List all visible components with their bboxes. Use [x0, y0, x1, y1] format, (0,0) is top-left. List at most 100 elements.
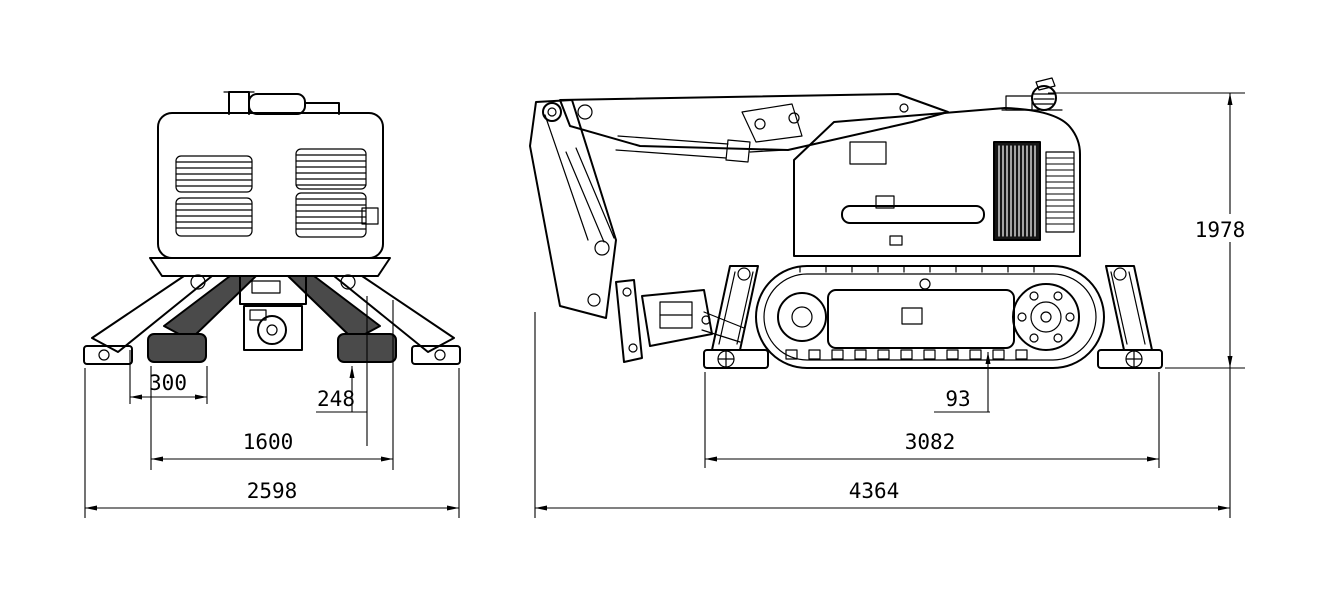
- undercarriage: [755, 265, 1105, 369]
- dim-4364: 4364: [534, 312, 1231, 518]
- muffler: [248, 93, 306, 115]
- gearbox-lower: [243, 305, 303, 351]
- frame-pin: [919, 278, 931, 290]
- side-dimensions: 1978 93 3082 4364: [534, 92, 1248, 518]
- grille-left-lower-slats: [175, 203, 253, 229]
- boom-link-plate: [741, 103, 803, 143]
- column-mid-pin: [594, 240, 610, 256]
- grille-left-upper-slats: [175, 161, 253, 187]
- tool-bolt-top: [622, 287, 632, 297]
- roof-cap: [1001, 77, 1063, 111]
- outer-left-foot: [83, 345, 133, 365]
- tool-link-pin: [701, 315, 711, 325]
- front-idler-hub: [791, 306, 813, 328]
- track-shoes: [785, 349, 1028, 360]
- outer-left-foot-bolt: [98, 349, 110, 361]
- track-inner: [763, 273, 1097, 361]
- track-top-lugs: [799, 266, 1035, 273]
- dim-label-248: 248: [317, 387, 355, 411]
- boom-column-rib: [544, 114, 589, 241]
- boom-column: [529, 99, 617, 319]
- sprocket-bolt: [1065, 312, 1075, 322]
- outer-right-leg: [333, 275, 455, 353]
- sprocket-hub: [1030, 301, 1062, 333]
- dim-label-4364: 4364: [849, 479, 900, 503]
- housing-detail-a: [875, 195, 895, 209]
- sprocket-bolt: [1029, 291, 1039, 301]
- front-outrigger-pad: [703, 349, 769, 369]
- boom-pivot-a: [577, 104, 593, 120]
- sprocket-bolt: [1017, 312, 1027, 322]
- vent-grilles-front: [175, 148, 367, 238]
- rear-outrigger-ribs: [1110, 271, 1146, 345]
- boom-cylinder-2: [565, 147, 615, 243]
- winch-hub: [266, 324, 278, 336]
- dim-300: 300: [129, 350, 208, 404]
- side-grille-slats: [1045, 157, 1075, 225]
- dim-label-93: 93: [945, 387, 970, 411]
- front-outrigger-pin: [737, 267, 751, 281]
- rear-outrigger-pad: [1097, 349, 1163, 369]
- tool-bolt-bottom: [628, 343, 638, 353]
- housing-side-detail: [361, 207, 379, 225]
- housing-hatch: [849, 141, 887, 165]
- label-mask: [1192, 214, 1248, 242]
- gearbox-lower-detail: [249, 309, 267, 321]
- grille-right-upper-slats: [295, 154, 367, 186]
- winch-drum: [257, 315, 287, 345]
- boom-pivot-b: [754, 118, 766, 130]
- outer-right-foot-bolt: [434, 349, 446, 361]
- dim-label-2598: 2598: [247, 479, 298, 503]
- dim-label-1600: 1600: [243, 430, 294, 454]
- drive-sprocket: [1012, 283, 1080, 351]
- front-idler: [777, 292, 827, 342]
- exhaust-assembly: [223, 91, 340, 115]
- front-view: [83, 91, 461, 365]
- cap-breather-fins: [1033, 93, 1055, 105]
- outrigger-legs-front: [83, 274, 461, 365]
- front-dimensions: 300 248 1600 2598: [84, 296, 460, 518]
- dim-1978: 1978: [1048, 92, 1248, 369]
- machine-housing: [793, 107, 1081, 257]
- track-frame: [827, 289, 1015, 349]
- frame-detail: [901, 307, 923, 325]
- side-view: [529, 77, 1163, 369]
- exhaust-pipe: [228, 91, 250, 115]
- tool-mount-plate: [615, 279, 643, 363]
- dim-248: 248: [316, 296, 368, 446]
- sprocket-bolt: [1029, 333, 1039, 343]
- dim-1600: 1600: [150, 300, 394, 470]
- boom-upper-arm: [559, 93, 949, 151]
- outer-left-leg: [91, 275, 213, 353]
- outrigger-front: [703, 265, 769, 369]
- rear-outrigger-pin: [1113, 267, 1127, 281]
- inner-left-leg: [163, 275, 257, 341]
- track-outer: [755, 265, 1105, 369]
- column-top-pin: [542, 102, 562, 122]
- boom-assembly: [529, 93, 949, 319]
- boom-cylinder-1-cap: [725, 139, 751, 163]
- grille-left-lower: [175, 197, 253, 237]
- tool-body: [641, 289, 713, 347]
- housing-handle: [841, 205, 985, 224]
- side-grille: [1045, 151, 1075, 233]
- rear-grille-slits: [998, 145, 1036, 237]
- boom-cylinder-1-rod: [749, 149, 787, 153]
- cap-lid: [1035, 77, 1056, 91]
- cap-breather: [1031, 85, 1057, 111]
- grille-right-lower: [295, 192, 367, 238]
- front-outrigger-ribs: [718, 271, 754, 345]
- chassis-plate: [149, 257, 391, 277]
- housing-body: [793, 107, 1081, 257]
- rear-grille-dark: [993, 141, 1041, 241]
- sprocket-bolt: [1053, 291, 1063, 301]
- dim-label-3082: 3082: [905, 430, 956, 454]
- dim-93: 93: [934, 352, 991, 413]
- boom-pivot-c: [788, 112, 800, 124]
- housing-detail-b: [889, 235, 903, 246]
- inner-left-pad: [147, 333, 207, 363]
- sprocket-center: [1040, 311, 1052, 323]
- grille-right-lower-slats: [295, 198, 367, 230]
- dim-2598: 2598: [84, 368, 460, 518]
- dim-label-300: 300: [149, 371, 187, 395]
